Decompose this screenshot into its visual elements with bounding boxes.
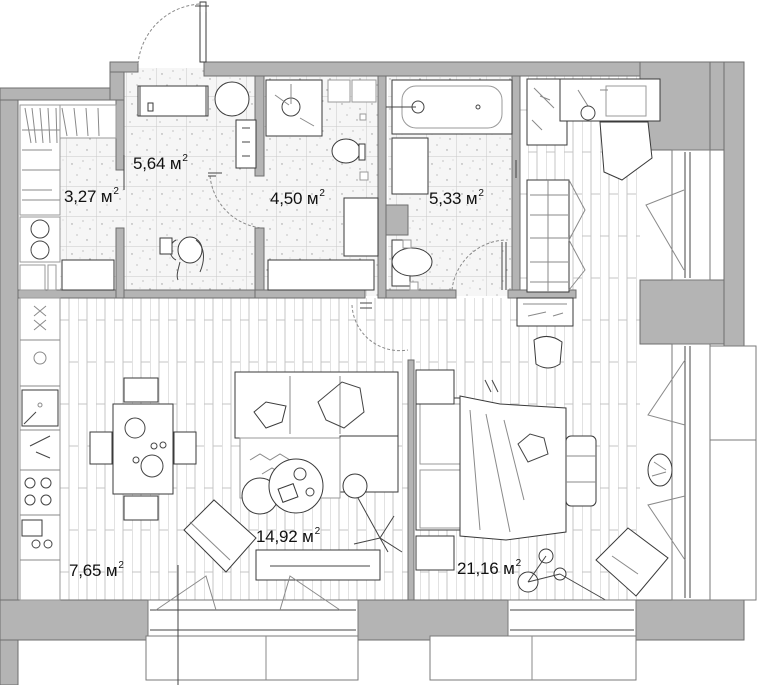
entrance-door[interactable] <box>137 1 209 65</box>
person-figure <box>159 236 204 281</box>
room-area-bedroom: 21,16 м2 <box>457 558 521 578</box>
desk <box>526 78 661 181</box>
sofa <box>234 371 399 493</box>
living-door[interactable] <box>351 302 409 352</box>
bedroom-window[interactable] <box>429 599 637 681</box>
dresser <box>516 297 574 327</box>
kitchen-counter <box>19 297 61 601</box>
wardrobe <box>526 179 586 293</box>
room-area-storage: 3,27 м2 <box>64 186 119 206</box>
coffee-tables <box>241 458 368 515</box>
armchair <box>183 499 257 573</box>
walls <box>0 61 745 685</box>
toilet-fixtures <box>265 79 379 291</box>
bathroom-door[interactable] <box>451 239 507 291</box>
room-area-living-room: 14,92 м2 <box>256 526 320 546</box>
room-area-kitchen: 7,65 м2 <box>69 560 124 580</box>
hallway-furniture <box>123 81 257 281</box>
storage-shelving <box>19 104 117 216</box>
room-area-bathroom: 5,33 м2 <box>429 188 484 208</box>
dining-table <box>89 377 197 521</box>
plant <box>647 453 673 487</box>
tv-console <box>255 549 381 581</box>
bedroom-armchair <box>595 527 669 597</box>
ottoman-round <box>533 336 563 369</box>
room-area-toilet: 4,50 м2 <box>270 188 325 208</box>
toilet-door[interactable] <box>208 172 263 229</box>
bathroom-fixtures <box>386 79 517 291</box>
floor-lamp <box>353 497 403 553</box>
washing-machines <box>19 216 115 291</box>
kitchen-window[interactable] <box>145 565 359 685</box>
room-area-hallway: 5,64 м2 <box>133 153 188 173</box>
right-window-lower[interactable] <box>647 343 757 601</box>
bed <box>415 369 567 571</box>
bench <box>565 435 597 507</box>
bedroom-lamp <box>517 548 631 615</box>
right-window-upper[interactable] <box>645 149 711 281</box>
